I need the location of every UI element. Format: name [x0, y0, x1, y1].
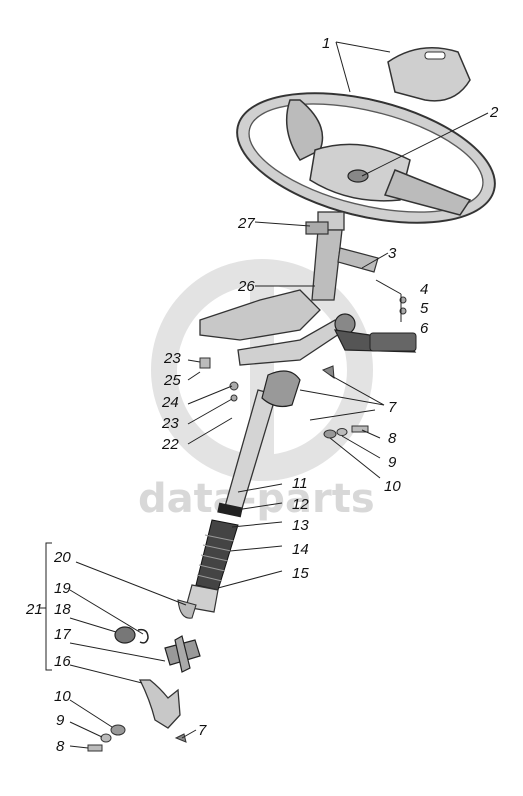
- callout-12: 12: [292, 496, 309, 513]
- watermark-text: data-parts: [138, 476, 375, 522]
- adjust-lever: [333, 329, 417, 353]
- callout-7-lower: 7: [198, 722, 207, 739]
- callout-23-bottom: 23: [161, 415, 179, 432]
- callout-8-lower: 8: [56, 738, 65, 755]
- callout-4: 4: [420, 281, 428, 298]
- callout-15: 15: [292, 565, 309, 582]
- callout-22: 22: [161, 436, 179, 453]
- callout-13: 13: [292, 517, 309, 534]
- callout-6: 6: [420, 320, 429, 337]
- callout-16: 16: [54, 653, 71, 670]
- callout-3: 3: [388, 245, 397, 262]
- callout-21: 21: [25, 601, 43, 618]
- callout-25: 25: [163, 372, 181, 389]
- callout-26: 26: [237, 278, 255, 295]
- horn-cover: [387, 47, 471, 102]
- callout-19: 19: [54, 580, 71, 597]
- universal-joint: [114, 626, 201, 673]
- callout-10-upper: 10: [384, 478, 401, 495]
- callout-10-lower: 10: [54, 688, 71, 705]
- intermediate-shaft: [177, 370, 301, 619]
- callout-8-upper: 8: [388, 430, 397, 447]
- callout-14: 14: [292, 541, 309, 558]
- callout-labels: 1 2 3 4 5 6 7 8 9 10 11 12 13 14 15 16 1…: [25, 35, 499, 755]
- steering-wheel: [236, 92, 496, 224]
- callout-9-lower: 9: [56, 712, 65, 729]
- leader-lines: [40, 41, 489, 749]
- callout-7-upper: 7: [388, 399, 397, 416]
- callout-9-upper: 9: [388, 454, 397, 471]
- callout-18: 18: [54, 601, 71, 618]
- steering-column-upper: [305, 211, 379, 301]
- callout-5: 5: [420, 300, 429, 317]
- callout-17: 17: [54, 626, 71, 643]
- callout-27: 27: [237, 215, 255, 232]
- callout-20: 20: [53, 549, 71, 566]
- callout-2: 2: [489, 104, 499, 121]
- callout-11: 11: [292, 475, 308, 492]
- callout-1: 1: [322, 35, 330, 52]
- callout-24: 24: [161, 394, 179, 411]
- column-bracket: [199, 289, 356, 366]
- shaft-boot: [195, 519, 239, 591]
- lower-yoke: [138, 679, 181, 729]
- fasteners: [87, 296, 407, 752]
- callout-23-top: 23: [163, 350, 181, 367]
